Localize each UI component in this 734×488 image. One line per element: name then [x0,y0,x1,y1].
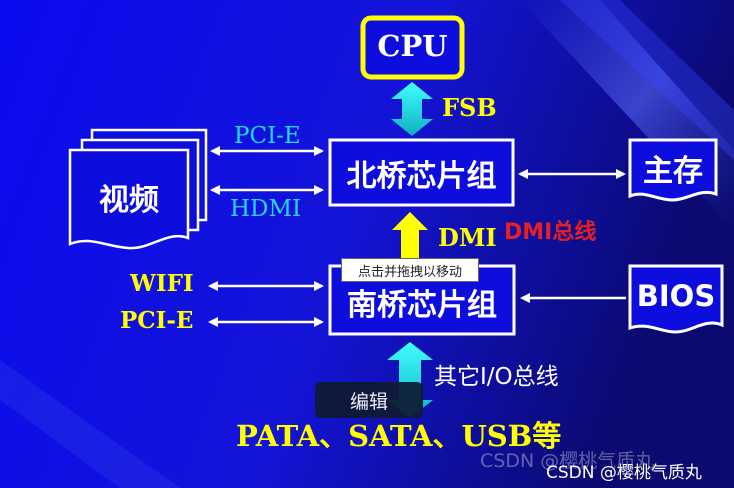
cpu-box [360,15,465,80]
background-streak [560,0,734,160]
video-label: 视频 [99,183,159,218]
bios-box [628,264,724,334]
storage-bus-label: PATA、SATA、USB等 [236,419,562,453]
edit-button[interactable]: 编辑 [315,382,423,418]
dmi-label: DMI [438,223,497,252]
memory-label: 主存 [643,154,703,189]
video-doc-front [68,148,190,250]
north-bridge-box [328,138,515,207]
other-io-arrow [387,342,433,418]
dmi-arrow [392,212,428,262]
fsb-label: FSB [442,93,497,122]
drag-tooltip: 点击并拖拽以移动 [341,258,479,282]
pcie-bottom-label: PCI-E [120,307,194,334]
south-bridge-label: 南桥芯片组 [347,288,497,323]
memory-box [628,138,718,202]
fsb-arrow [391,82,433,136]
watermark-faint: CSDN @樱桃气质丸 [480,450,655,472]
background-streak [0,360,180,488]
other-io-label: 其它I/O总线 [434,364,559,390]
hdmi-label: HDMI [230,196,302,222]
wifi-label: WIFI [130,270,194,297]
dmi-bus-annotation: DMI总线 [504,220,597,245]
bios-label: BIOS [636,279,716,313]
pcie-top-label: PCI-E [234,123,301,149]
north-bridge-label: 北桥芯片组 [346,158,497,194]
watermark: CSDN @樱桃气质丸 [546,463,702,483]
cpu-label: CPU [377,29,448,63]
